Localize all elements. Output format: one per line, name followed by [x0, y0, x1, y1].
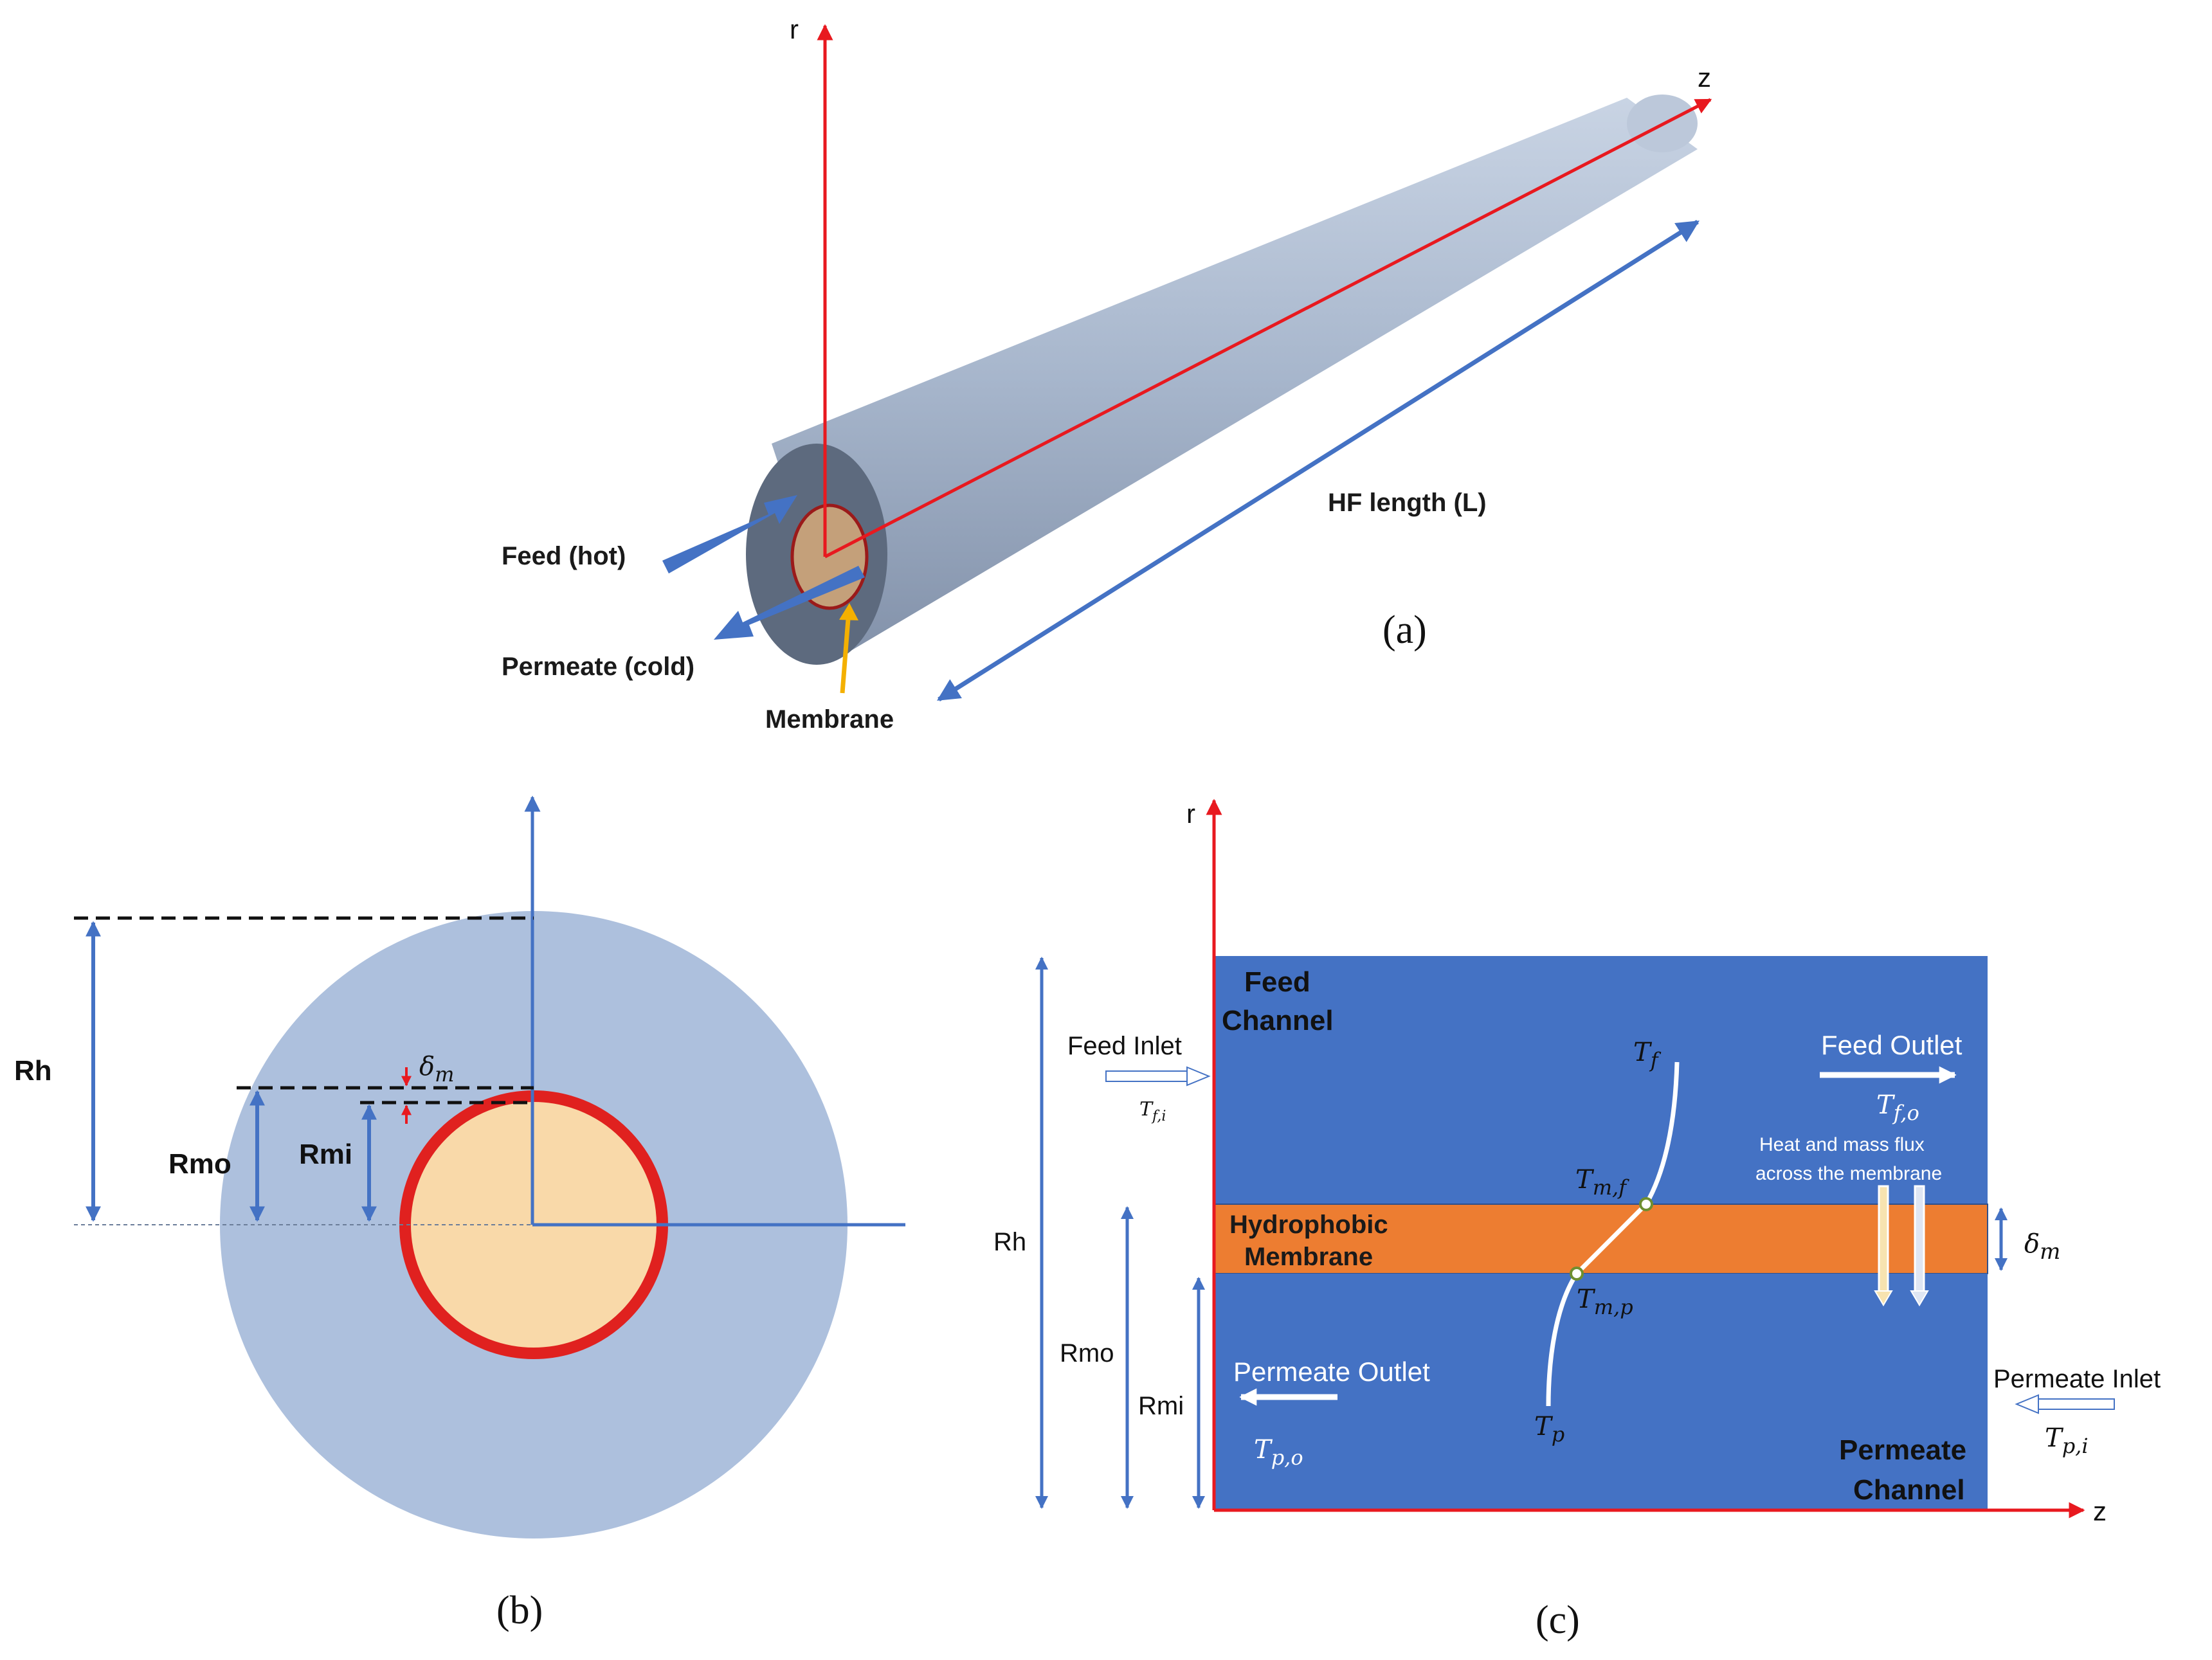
axis-z-label-a: z: [1698, 62, 1711, 93]
axis-z-a: [824, 98, 1712, 559]
panel-a: r z HF length (L) Feed (hot) Permeate (c…: [502, 14, 1712, 734]
permeate-channel-label-2: Channel: [1853, 1474, 1965, 1506]
feed-label: Feed (hot): [502, 542, 626, 570]
rmo-label-c: Rmo: [1060, 1339, 1114, 1367]
panel-b: Rh Rmo Rmi δm (b): [14, 795, 905, 1632]
tp-label: Tp: [1534, 1412, 1564, 1447]
feed-channel-label-1: Feed: [1244, 966, 1310, 998]
tmf-point: [1639, 1197, 1653, 1211]
panel-c-caption: (c): [1536, 1598, 1580, 1642]
permeate-inlet-arrow-head: [2015, 1394, 2039, 1414]
hf-length-arrow: [937, 220, 1700, 701]
membrane-label-1: Hydrophobic: [1229, 1211, 1388, 1239]
membrane-label-2: Membrane: [1244, 1243, 1373, 1271]
tfi-label: Tf,i: [1139, 1098, 1166, 1124]
flux-label-1: Heat and mass flux: [1759, 1134, 1925, 1155]
axis-r-label-a: r: [790, 14, 799, 44]
permeate-label: Permeate (cold): [502, 653, 694, 681]
axis-r-label-c: r: [1186, 798, 1195, 829]
fiber-tube-body: [772, 98, 1698, 656]
feed-inlet-arrow-shaft: [1105, 1070, 1189, 1082]
feed-inlet-label: Feed Inlet: [1067, 1032, 1182, 1060]
delta-label-c: δm: [2024, 1229, 2060, 1265]
tmp-label: Tm,p: [1577, 1285, 1633, 1319]
heat-flux-arrow-1: [1878, 1185, 1889, 1294]
permeate-outlet-label: Permeate Outlet: [1233, 1357, 1430, 1387]
axis-z-label-c: z: [2093, 1496, 2107, 1526]
panel-c: r z Rh Rmo Rmi Feed Channel Feed Inlet T…: [993, 798, 2161, 1642]
rh-label-b: Rh: [14, 1055, 52, 1087]
hf-length-label: HF length (L): [1328, 489, 1487, 517]
tpo-label: Tp,o: [1254, 1435, 1303, 1470]
permeate-arrow: [714, 566, 865, 640]
tmp-point: [1570, 1267, 1584, 1281]
flux-label-2: across the membrane: [1755, 1163, 1942, 1184]
panel-a-caption: (a): [1382, 608, 1427, 652]
permeate-inlet-label: Permeate Inlet: [1993, 1365, 2161, 1393]
permeate-inlet-arrow-shaft: [2036, 1398, 2115, 1410]
delta-label-b: δm: [419, 1052, 454, 1087]
tpi-label: Tp,i: [2045, 1423, 2089, 1458]
tmf-label: Tm,f: [1575, 1165, 1629, 1200]
membrane-label: Membrane: [765, 705, 894, 734]
feed-arrow: [662, 495, 797, 573]
feed-inlet-arrow-head: [1186, 1066, 1211, 1087]
rmo-label-b: Rmo: [168, 1148, 231, 1180]
rmi-label-b: Rmi: [299, 1139, 352, 1170]
tfo-label: Tf,o: [1876, 1090, 1919, 1125]
permeate-channel-label-1: Permeate: [1839, 1434, 1966, 1466]
permeate-channel-rect: [1214, 1274, 1988, 1510]
panel-b-caption: (b): [496, 1589, 543, 1632]
feed-channel-rect: [1214, 956, 1988, 1204]
rh-label-c: Rh: [993, 1228, 1026, 1256]
heat-flux-arrow-2-head: [1910, 1290, 1929, 1306]
heat-flux-arrow-1-head: [1874, 1290, 1893, 1306]
membrane-pointer-head: [839, 603, 858, 620]
rmi-label-c: Rmi: [1138, 1392, 1184, 1420]
feed-channel-label-2: Channel: [1222, 1005, 1334, 1036]
membrane-pointer-arrow: [840, 610, 851, 694]
heat-flux-arrow-2: [1914, 1185, 1925, 1294]
feed-outlet-label: Feed Outlet: [1821, 1030, 1963, 1060]
